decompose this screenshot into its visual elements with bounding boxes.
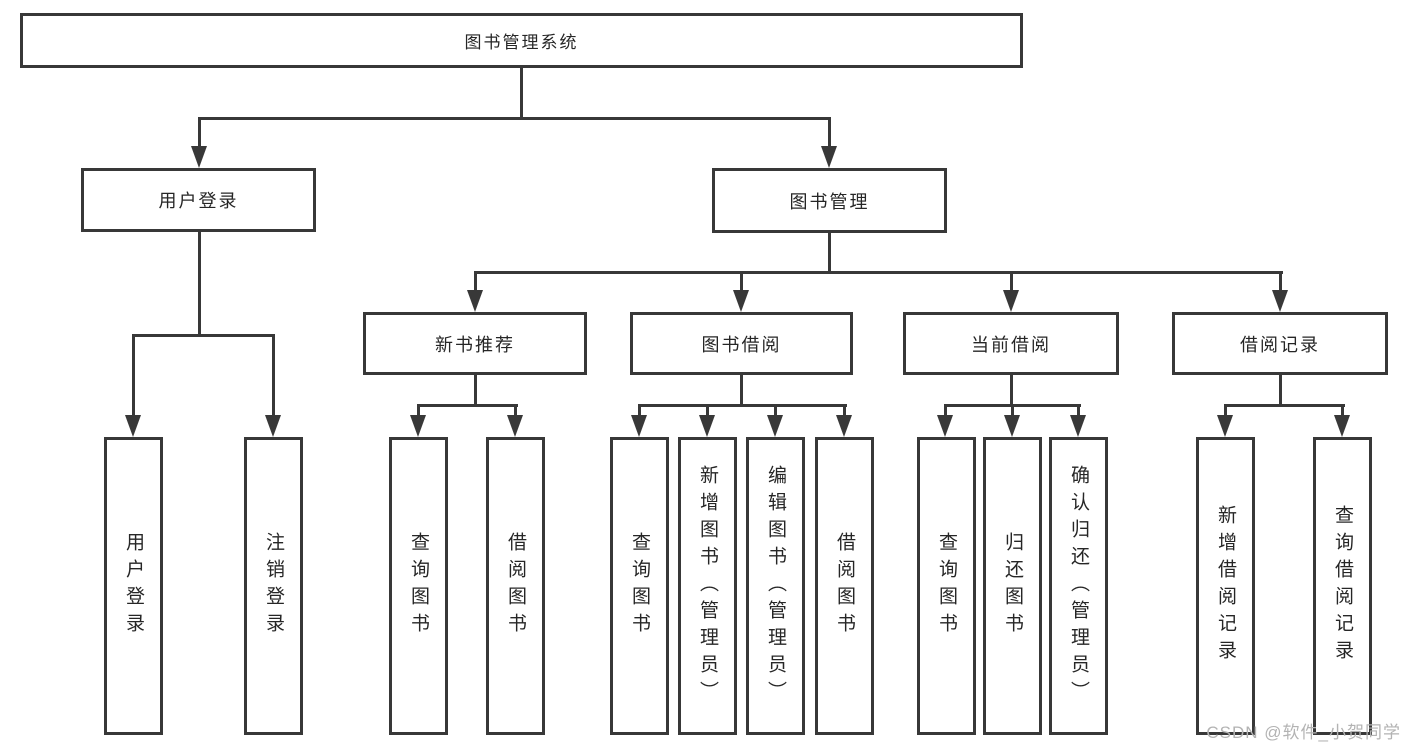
leaf-edit-book-admin: 编辑图书（管理员） — [746, 437, 805, 735]
edge-line — [1010, 375, 1013, 407]
edge-line — [1279, 271, 1282, 290]
edge-line — [132, 334, 135, 415]
arrowhead-icon — [733, 290, 749, 312]
node-label: 用户登录 — [123, 532, 144, 640]
edge-line — [638, 404, 847, 407]
node-book-management: 图书管理 — [712, 168, 947, 233]
leaf-add-borrow-record: 新增借阅记录 — [1196, 437, 1255, 735]
arrowhead-icon — [1217, 415, 1233, 437]
node-label: 编辑图书（管理员） — [765, 464, 786, 708]
node-user-login: 用户登录 — [81, 168, 316, 232]
node-book-borrowing: 图书借阅 — [630, 312, 853, 375]
edge-line — [828, 233, 831, 274]
edge-line — [1010, 271, 1013, 290]
node-label: 新增借阅记录 — [1215, 505, 1236, 667]
arrowhead-icon — [1334, 415, 1350, 437]
leaf-user-login: 用户登录 — [104, 437, 163, 735]
edge-line — [198, 117, 201, 146]
arrowhead-icon — [937, 415, 953, 437]
edge-line — [1224, 404, 1227, 416]
edge-line — [198, 232, 201, 335]
leaf-confirm-return-admin: 确认归还（管理员） — [1049, 437, 1108, 735]
leaf-query-books-2: 查询图书 — [610, 437, 669, 735]
arrowhead-icon — [191, 146, 207, 168]
node-label: 查询图书 — [408, 532, 429, 640]
arrowhead-icon — [1272, 290, 1288, 312]
node-label: 借阅图书 — [834, 532, 855, 640]
node-label: 当前借阅 — [971, 334, 1051, 355]
leaf-query-borrow-record: 查询借阅记录 — [1313, 437, 1372, 735]
leaf-return-book: 归还图书 — [983, 437, 1042, 735]
node-label: 借阅记录 — [1240, 334, 1320, 355]
edge-line — [272, 334, 275, 415]
arrowhead-icon — [467, 290, 483, 312]
arrowhead-icon — [699, 415, 715, 437]
edge-line — [474, 271, 1283, 274]
node-label: 查询借阅记录 — [1332, 505, 1353, 667]
leaf-query-books-3: 查询图书 — [917, 437, 976, 735]
node-label: 新增图书（管理员） — [697, 464, 718, 708]
arrowhead-icon — [125, 415, 141, 437]
arrowhead-icon — [821, 146, 837, 168]
edge-line — [1341, 404, 1344, 416]
csdn-watermark: CSDN @软件_小贺同学 — [1206, 723, 1401, 742]
edge-line — [198, 117, 831, 120]
arrowhead-icon — [1070, 415, 1086, 437]
node-new-book-recommendation: 新书推荐 — [363, 312, 587, 375]
edge-line — [706, 404, 709, 416]
node-label: 查询图书 — [629, 532, 650, 640]
edge-line — [474, 375, 477, 407]
node-current-borrowing: 当前借阅 — [903, 312, 1119, 375]
edge-line — [828, 117, 831, 146]
node-label: 图书借阅 — [701, 334, 782, 355]
leaf-add-book-admin: 新增图书（管理员） — [678, 437, 737, 735]
edge-line — [1011, 404, 1014, 416]
edge-line — [417, 404, 518, 407]
arrowhead-icon — [767, 415, 783, 437]
node-label: 确认归还（管理员） — [1068, 464, 1089, 708]
edge-line — [1224, 404, 1345, 407]
edge-line — [843, 404, 846, 416]
node-label: 注销登录 — [263, 532, 284, 640]
edge-line — [520, 68, 523, 118]
node-label: 查询图书 — [936, 532, 957, 640]
edge-line — [514, 404, 517, 416]
node-label: 图书管理 — [789, 191, 870, 212]
node-label: 新书推荐 — [435, 334, 515, 355]
arrowhead-icon — [631, 415, 647, 437]
arrowhead-icon — [836, 415, 852, 437]
edge-line — [740, 375, 743, 407]
edge-line — [774, 404, 777, 416]
node-label: 用户登录 — [158, 191, 239, 211]
leaf-query-books-1: 查询图书 — [389, 437, 448, 735]
leaf-logout: 注销登录 — [244, 437, 303, 735]
edge-line — [474, 271, 477, 290]
node-label: 借阅图书 — [505, 532, 526, 640]
edge-line — [417, 404, 420, 416]
node-library-management-system: 图书管理系统 — [20, 13, 1023, 68]
node-label: 归还图书 — [1002, 532, 1023, 640]
leaf-borrow-books-1: 借阅图书 — [486, 437, 545, 735]
node-label: 图书管理系统 — [464, 33, 579, 52]
arrowhead-icon — [1003, 290, 1019, 312]
edge-line — [944, 404, 947, 416]
node-borrowing-records: 借阅记录 — [1172, 312, 1388, 375]
edge-line — [132, 334, 275, 337]
arrowhead-icon — [265, 415, 281, 437]
edge-line — [740, 271, 743, 290]
arrowhead-icon — [410, 415, 426, 437]
arrowhead-icon — [507, 415, 523, 437]
edge-line — [1077, 404, 1080, 416]
arrowhead-icon — [1004, 415, 1020, 437]
edge-line — [1279, 375, 1282, 407]
edge-line — [638, 404, 641, 416]
leaf-borrow-books-2: 借阅图书 — [815, 437, 874, 735]
